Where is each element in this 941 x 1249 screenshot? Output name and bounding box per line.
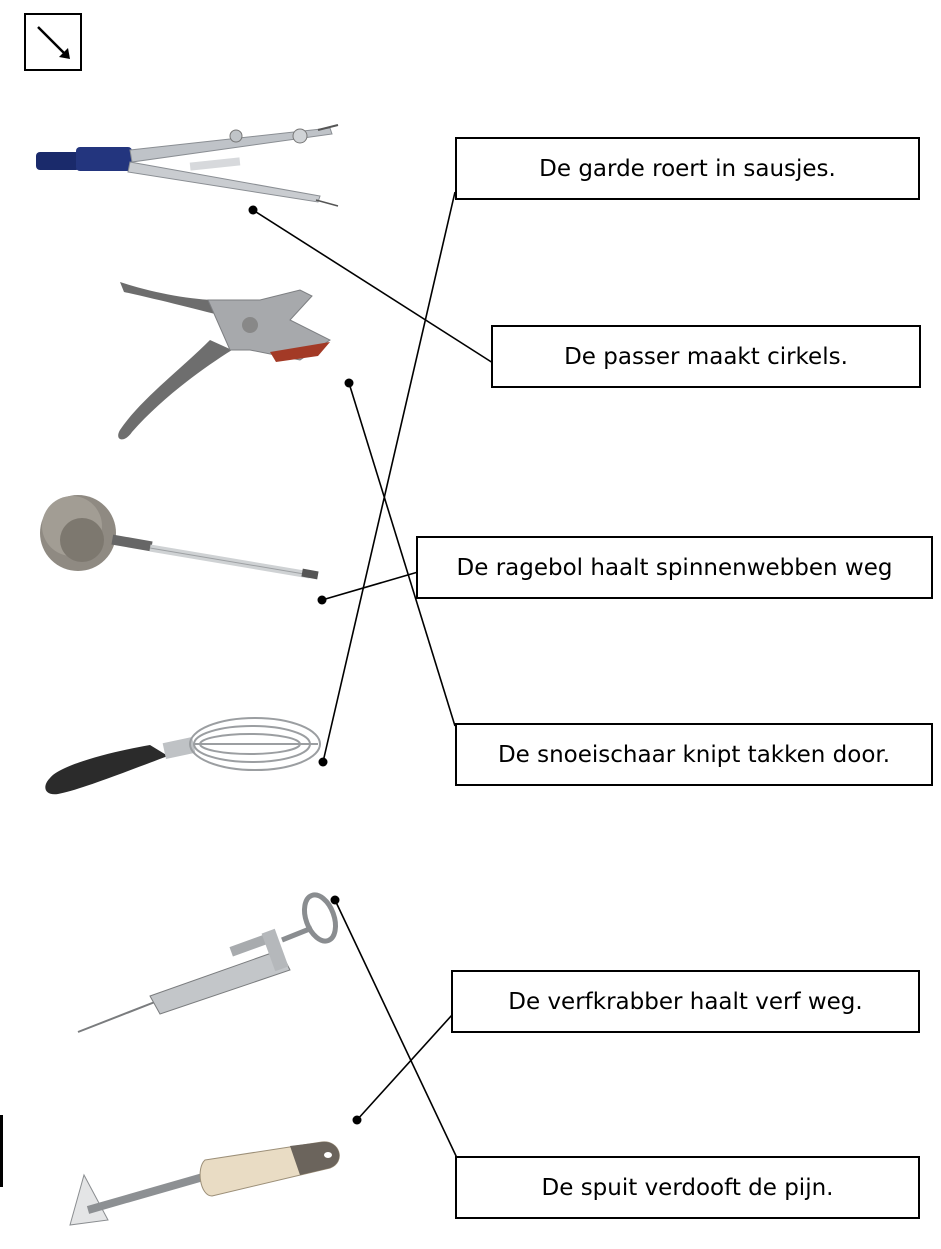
line-verfkrabber xyxy=(357,1015,452,1120)
sentence-box-snoeischaar[interactable]: De snoeischaar knipt takken door. xyxy=(455,723,933,786)
dot-passer[interactable] xyxy=(249,206,258,215)
sentence-text: De passer maakt cirkels. xyxy=(564,344,848,370)
dot-ragebol[interactable] xyxy=(318,596,327,605)
dot-verfkrabber[interactable] xyxy=(353,1116,362,1125)
margin-mark xyxy=(0,1115,3,1187)
dot-garde[interactable] xyxy=(319,758,328,767)
sentence-box-ragebol[interactable]: De ragebol haalt spinnenwebben weg xyxy=(416,536,933,599)
line-garde xyxy=(323,192,455,762)
sentence-text: De verfkrabber haalt verf weg. xyxy=(508,989,862,1015)
dot-spuit[interactable] xyxy=(331,896,340,905)
sentence-box-garde[interactable]: De garde roert in sausjes. xyxy=(455,137,920,200)
sentence-text: De ragebol haalt spinnenwebben weg xyxy=(457,555,893,581)
sentence-text: De spuit verdooft de pijn. xyxy=(542,1175,834,1201)
dot-snoeischaar[interactable] xyxy=(345,379,354,388)
line-ragebol xyxy=(322,572,418,600)
sentence-text: De snoeischaar knipt takken door. xyxy=(498,742,890,768)
sentence-box-verfkrabber[interactable]: De verfkrabber haalt verf weg. xyxy=(451,970,920,1033)
line-passer xyxy=(253,210,493,363)
sentence-box-passer[interactable]: De passer maakt cirkels. xyxy=(491,325,921,388)
sentence-text: De garde roert in sausjes. xyxy=(539,156,836,182)
sentence-box-spuit[interactable]: De spuit verdooft de pijn. xyxy=(455,1156,920,1219)
